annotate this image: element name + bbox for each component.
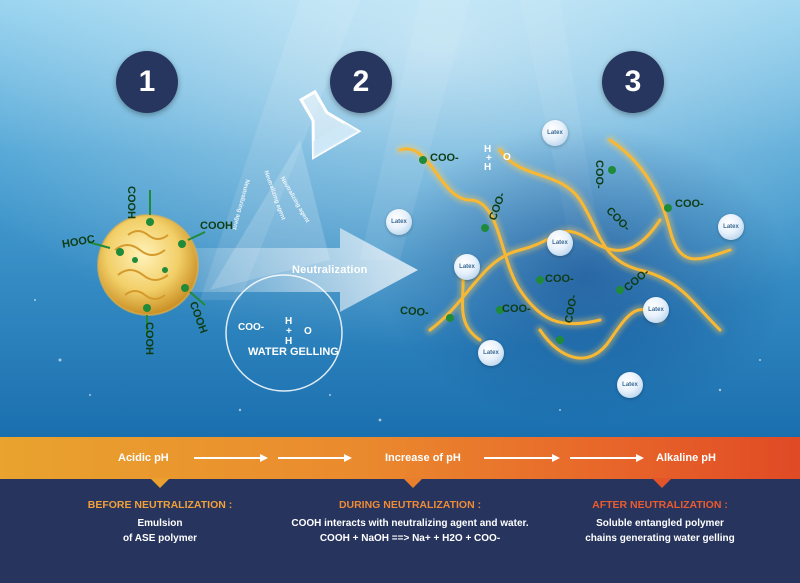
latex-bead-icon: Latex: [542, 120, 568, 146]
column-during: DURING NEUTRALIZATION : COOH interacts w…: [260, 499, 560, 546]
label-cooh-right: COOH: [200, 220, 233, 232]
ph-acidic: Acidic pH: [118, 452, 169, 464]
step-2-badge: 2: [330, 51, 392, 113]
chain-4: [608, 138, 732, 261]
inset-coo: COO-: [238, 322, 265, 333]
column-during-line2: COOH + NaOH ==> Na+ + H2O + COO-: [319, 533, 501, 544]
latex-bead-icon: Latex: [478, 340, 504, 366]
step3-coo: COO-: [430, 152, 459, 164]
column-before: BEFORE NEUTRALIZATION : Emulsion of ASE …: [60, 499, 260, 546]
chain-5: [538, 308, 662, 360]
inset-plus: +: [286, 326, 292, 337]
step3-h2: H: [484, 162, 492, 173]
column-after: AFTER NEUTRALIZATION : Soluble entangled…: [560, 499, 760, 546]
chain-3: [498, 148, 722, 332]
column-after-line2: chains generating water gelling: [585, 533, 735, 544]
column-before-heading: BEFORE NEUTRALIZATION :: [87, 499, 233, 511]
water-gelling-circle: [225, 274, 343, 392]
ph-increase: Increase of pH: [385, 452, 461, 464]
column-after-line1: Soluble entangled polymer: [596, 518, 724, 529]
inset-o: O: [304, 326, 312, 337]
latex-bead-icon: Latex: [386, 209, 412, 235]
polymer-particle-icon: [87, 190, 206, 335]
latex-bead-icon: Latex: [547, 230, 573, 256]
chain-coo-2: COO-: [545, 273, 574, 285]
chain-coo-6: COO-: [675, 198, 704, 210]
step-3-badge: 3: [602, 51, 664, 113]
column-before-line1: Emulsion: [137, 518, 183, 529]
column-after-heading: AFTER NEUTRALIZATION :: [592, 499, 728, 511]
chain-coo-3: COO-: [502, 303, 531, 315]
step-1-badge: 1: [116, 51, 178, 113]
column-during-line1: COOH interacts with neutralizing agent a…: [291, 518, 529, 529]
column-during-heading: DURING NEUTRALIZATION :: [338, 499, 482, 511]
latex-bead-icon: Latex: [617, 372, 643, 398]
ph-band: Acidic pH Increase of pH Alkaline pH: [0, 437, 800, 479]
band-arrows: [194, 454, 644, 462]
latex-bead-icon: Latex: [718, 214, 744, 240]
ph-alkaline: Alkaline pH: [656, 452, 716, 464]
inset-h1: H: [285, 316, 293, 327]
panel-notches: [150, 478, 672, 488]
label-cooh-bottom: COOH: [143, 322, 155, 355]
arrow-icon: [190, 228, 418, 312]
description-panel: BEFORE NEUTRALIZATION : Emulsion of ASE …: [0, 478, 800, 583]
water-gelling-label: WATER GELLING: [248, 346, 339, 358]
inset-h2: H: [285, 336, 293, 347]
chain-coo-5: COO-: [593, 160, 605, 189]
polymer-chain-icon: [395, 135, 735, 363]
neutralization-label: Neutralization: [292, 264, 368, 276]
flask-icon: [299, 89, 362, 160]
label-cooh-top: COOH: [125, 186, 137, 219]
step3-plus: +: [486, 153, 492, 164]
step3-h1: H: [484, 144, 492, 155]
chain-coo-4: COO-: [399, 304, 430, 320]
step3-o: O: [503, 152, 511, 163]
column-before-line2: of ASE polymer: [122, 533, 198, 544]
latex-bead-icon: Latex: [643, 297, 669, 323]
latex-bead-icon: Latex: [454, 254, 480, 280]
chain-1: [398, 147, 602, 326]
